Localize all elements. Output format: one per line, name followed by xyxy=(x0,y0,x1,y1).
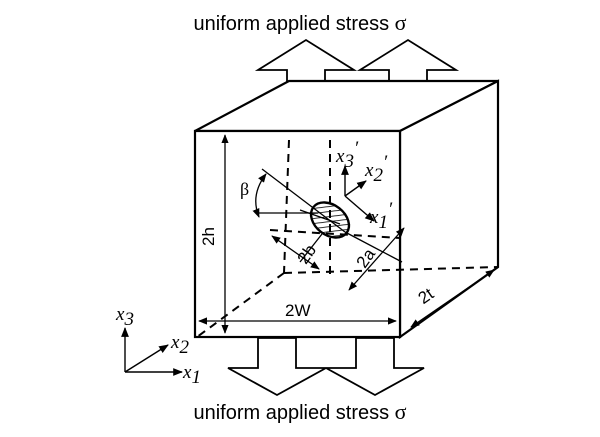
2b-extension-line xyxy=(299,233,323,263)
bottom-stress-symbol: σ xyxy=(394,399,407,424)
angle-beta-group xyxy=(252,173,318,218)
global-x2-arrow xyxy=(124,344,169,373)
bottom-right-stress-arrow xyxy=(325,337,425,397)
2t-dimension-line xyxy=(410,269,495,328)
global-x1-label: x1 xyxy=(182,362,201,388)
global-x3-label: x3 xyxy=(115,304,134,330)
local-axes xyxy=(341,165,375,222)
local-x2p-label: x2′ xyxy=(364,152,388,186)
local-x2p-arrow xyxy=(344,180,367,197)
beta-arc xyxy=(252,173,267,218)
bottom-caption-text: uniform applied stress xyxy=(193,402,390,424)
2h-label: 2h xyxy=(199,227,218,246)
top-caption-text: uniform applied stress xyxy=(193,13,390,35)
crack-center-line xyxy=(269,229,401,239)
bottom-stress-arrows xyxy=(227,337,425,397)
local-x3p-label: x3′ xyxy=(335,138,359,172)
2a-dimension-line xyxy=(348,227,405,291)
top-stress-arrows xyxy=(254,38,460,113)
2a-extension-line xyxy=(344,231,403,263)
2w-label: 2W xyxy=(285,301,311,320)
hidden-edges xyxy=(196,139,499,338)
2b-dimension-line xyxy=(271,235,320,270)
bottom-caption: uniform applied stress σ xyxy=(0,399,600,425)
global-axes xyxy=(121,327,183,376)
inclusion xyxy=(261,168,351,239)
global-x2-label: x2 xyxy=(170,332,189,358)
hidden-back-bottom-edge xyxy=(283,266,499,274)
axis-dimensions xyxy=(271,227,405,291)
local-x1p-arrow xyxy=(344,195,375,222)
inclusion-minor-line xyxy=(299,209,341,225)
local-x1p-label: x1′ xyxy=(369,199,393,233)
top-stress-symbol: σ xyxy=(394,10,407,35)
beta-label: β xyxy=(240,179,249,199)
bottom-left-stress-arrow xyxy=(227,337,327,397)
hidden-back-diagonal-edge xyxy=(196,272,285,338)
top-caption: uniform applied stress σ xyxy=(0,10,600,36)
